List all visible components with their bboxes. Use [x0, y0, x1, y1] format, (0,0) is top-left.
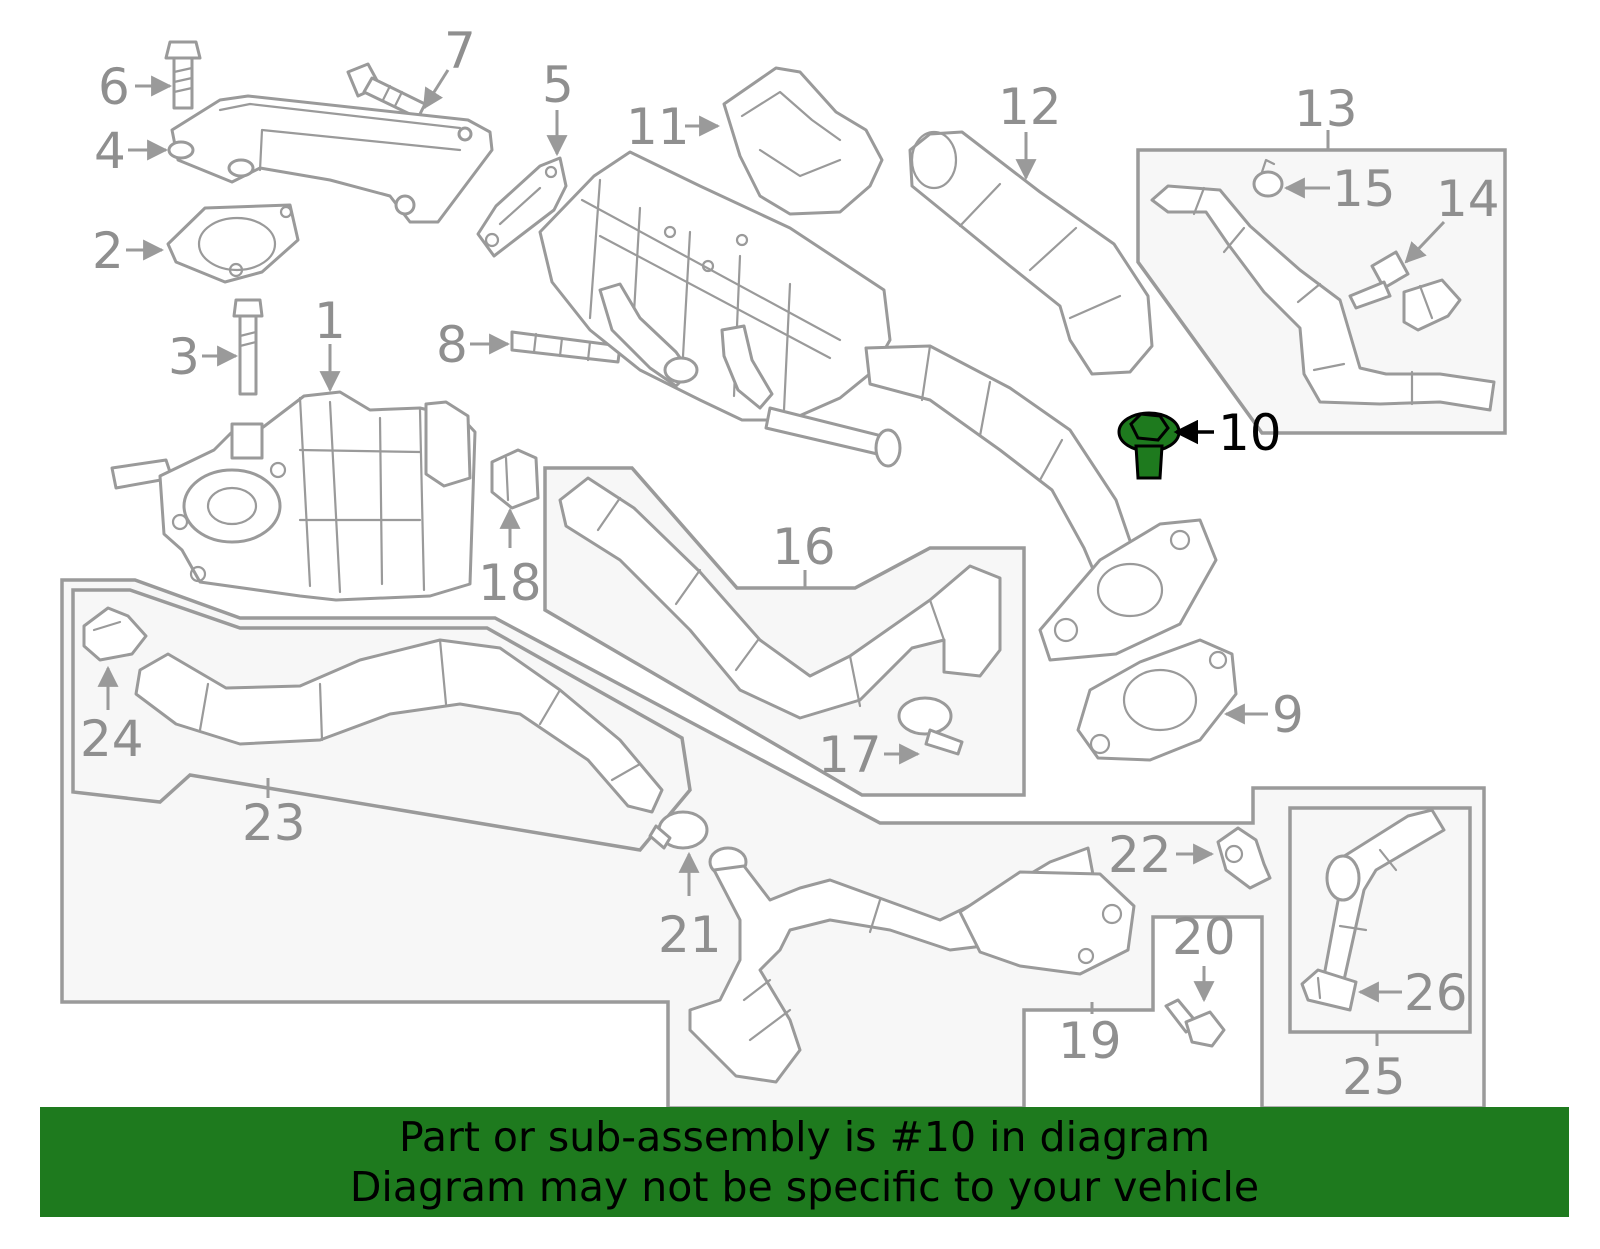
callout-15: 15: [1332, 160, 1396, 218]
callout-26: 26: [1404, 964, 1468, 1022]
banner-part-line: Part or sub-assembly is #10 in diagram: [398, 1113, 1211, 1161]
part-10-bolt-highlighted: [1117, 411, 1181, 480]
part-21-clamp: [648, 810, 709, 850]
part-15-clamp: [1252, 158, 1284, 198]
callout-23: 23: [242, 794, 306, 852]
callout-20: 20: [1172, 908, 1236, 966]
callout-4: 4: [94, 122, 126, 180]
callout-16: 16: [772, 518, 836, 576]
part-9-gasket: [1076, 638, 1238, 762]
callout-19: 19: [1058, 1012, 1122, 1070]
part-8-tube: [510, 330, 622, 364]
part-24-clamp: [82, 606, 148, 662]
part-23-hose: [134, 638, 664, 814]
callout-22: 22: [1108, 826, 1172, 884]
part-16-hose: [558, 476, 1002, 720]
callout-14: 14: [1436, 170, 1500, 228]
part-4-egr-tube: [167, 94, 494, 224]
group-box-23: [71, 588, 692, 852]
callout-17: 17: [818, 726, 882, 784]
callout-1: 1: [314, 292, 346, 350]
part-17-clamp: [897, 696, 964, 756]
part-12-hose: [908, 130, 1154, 376]
callout-2: 2: [92, 222, 124, 280]
egr-cooler: [538, 150, 902, 468]
callout-10: 10: [1218, 404, 1282, 462]
callout-9: 9: [1272, 686, 1304, 744]
egr-outlet-pipe: [864, 344, 1218, 662]
callout-11: 11: [626, 98, 690, 156]
part-14-valve: [1348, 250, 1462, 332]
callout-24: 24: [80, 710, 144, 768]
part-5-gasket: [476, 156, 568, 258]
leader-lines: [97, 69, 1446, 1046]
callout-5: 5: [542, 56, 574, 114]
callout-3: 3: [168, 328, 200, 386]
callout-7: 7: [444, 22, 476, 80]
callout-21: 21: [658, 906, 722, 964]
part-20-bolt: [1164, 998, 1226, 1048]
callout-18: 18: [478, 554, 542, 612]
part-6-bolt: [164, 40, 202, 110]
part-19-pipe: [688, 846, 1136, 1084]
callout-13: 13: [1294, 80, 1358, 138]
info-banner: Part or sub-assembly is #10 in diagram D…: [40, 1107, 1569, 1217]
part-25-pipe: [1322, 808, 1446, 982]
part-2-gasket: [166, 203, 300, 284]
part-3-bolt: [232, 298, 264, 396]
part-1-egr-valve: [110, 390, 477, 602]
part-11-heat-shield: [722, 66, 884, 216]
banner-disclaimer-line: Diagram may not be specific to your vehi…: [349, 1163, 1260, 1211]
part-7-bolt: [346, 62, 427, 120]
part-26-bracket: [1300, 968, 1358, 1012]
callout-25: 25: [1342, 1048, 1406, 1106]
part-22-clamp: [1216, 826, 1272, 890]
callout-6: 6: [98, 58, 130, 116]
callout-12: 12: [998, 78, 1062, 136]
part-18-clip: [490, 448, 540, 510]
part-13-hose: [1150, 184, 1496, 412]
callout-8: 8: [436, 316, 468, 374]
